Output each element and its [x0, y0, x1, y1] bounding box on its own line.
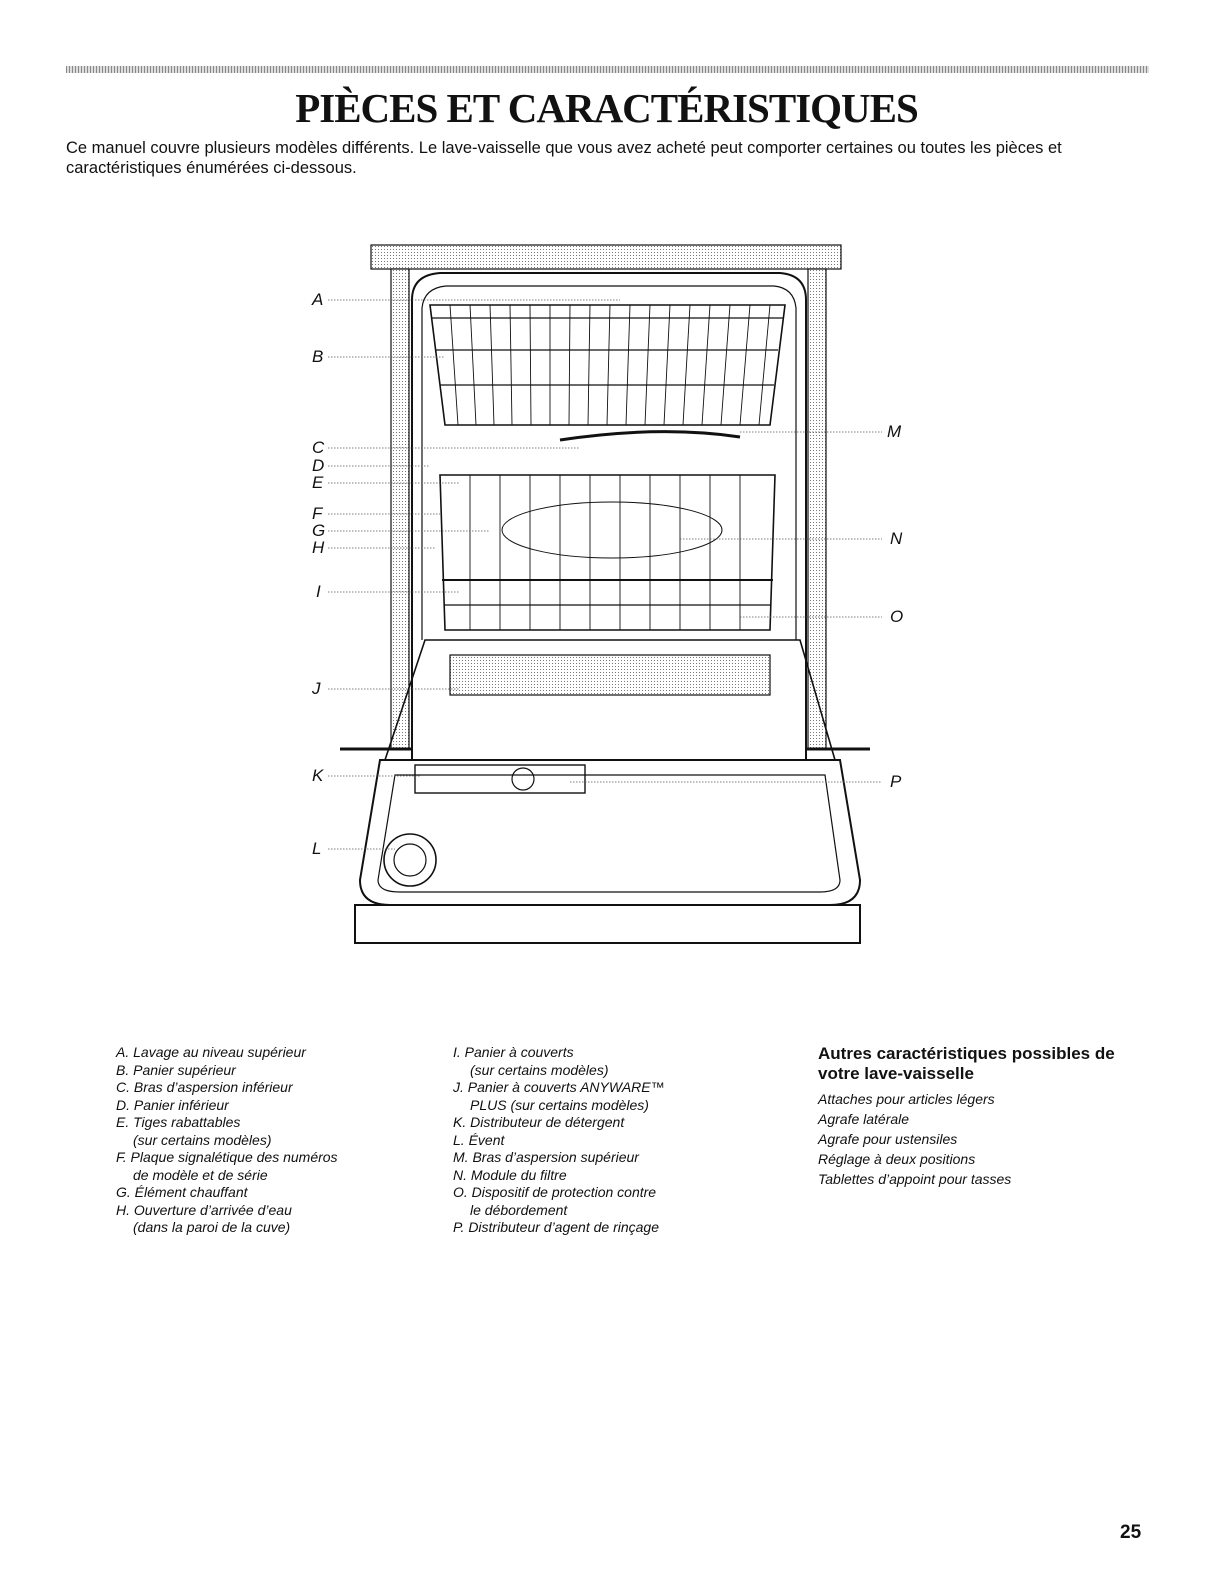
callout-c: C	[312, 438, 325, 457]
legend-item-note: PLUS (sur certains modèles)	[470, 1096, 649, 1113]
legend-item: O. Dispositif de protection contre	[453, 1184, 657, 1200]
extras-heading: Autres caractéristiques possibles de vot…	[818, 1044, 1115, 1083]
legend-item: E. Tiges rabattables	[116, 1114, 241, 1130]
upper-rack	[429, 304, 786, 426]
callout-h: H	[312, 538, 325, 557]
callout-e: E	[312, 473, 324, 492]
legend-item: B. Panier supérieur	[116, 1061, 236, 1078]
lower-rack	[439, 474, 776, 631]
legend-item: D. Panier inférieur	[116, 1096, 229, 1113]
legend-item: A. Lavage au niveau supérieur	[116, 1044, 306, 1060]
detergent-dispenser	[414, 764, 586, 794]
callout-n: N	[890, 529, 903, 548]
legend-item: I. Panier à couverts	[453, 1044, 574, 1060]
callout-j: J	[312, 679, 321, 698]
legend-item: N. Module du filtre	[453, 1166, 567, 1183]
page-number: 25	[1120, 1522, 1142, 1543]
legend-item: J. Panier à couverts ANYWARE™	[453, 1079, 665, 1095]
legend-item-note: le débordement	[470, 1201, 568, 1218]
callout-p: P	[890, 772, 902, 791]
legend-item-note: (sur certains modèles)	[470, 1061, 609, 1078]
open-door	[354, 639, 862, 944]
leader-lines	[328, 299, 882, 850]
callout-i: I	[316, 582, 321, 601]
callout-a: A	[312, 290, 324, 309]
extras-list-item: Agrafe latérale	[818, 1111, 910, 1127]
top-trim	[370, 244, 842, 270]
legend-item-note: de modèle et de série	[133, 1166, 268, 1183]
dishwasher-diagram	[328, 244, 882, 944]
callout-d: D	[312, 456, 325, 475]
extras-list-item: Réglage à deux positions	[818, 1151, 976, 1167]
legend-item: K. Distributeur de détergent	[453, 1114, 625, 1130]
page-title: PIÈCES ET CARACTÉRISTIQUES	[295, 85, 919, 131]
legend-item: F. Plaque signalétique des numéros	[116, 1149, 338, 1165]
legend-column-1: A. Lavage au niveau supérieur B. Panier …	[116, 1044, 416, 1237]
legend-item: G. Élément chauffant	[116, 1184, 248, 1200]
extras-list-item: Attaches pour articles légers	[818, 1091, 995, 1107]
extras-list-item: Tablettes d’appoint pour tasses	[818, 1171, 1012, 1187]
upper-spray-arm	[559, 430, 741, 442]
callout-g: G	[312, 521, 326, 540]
callout-l: L	[312, 839, 322, 858]
legend-item: L. Évent	[453, 1131, 505, 1148]
intro-paragraph: Ce manuel couvre plusieurs modèles diffé…	[66, 139, 1062, 177]
callout-b: B	[312, 347, 324, 366]
callout-m: M	[887, 422, 902, 441]
extras-list-item: Agrafe pour ustensiles	[818, 1131, 958, 1147]
vent	[383, 833, 437, 887]
legend-item: M. Bras d’aspersion supérieur	[453, 1149, 639, 1165]
left-trim	[390, 268, 410, 750]
legend-item-note: (sur certains modèles)	[133, 1131, 272, 1148]
callout-f: F	[312, 504, 323, 523]
legend-item: H. Ouverture d’arrivée d’eau	[116, 1201, 292, 1218]
legend-item: C. Bras d’aspersion inférieur	[116, 1079, 293, 1095]
legend-item-note: (dans la paroi de la cuve)	[133, 1219, 291, 1235]
legend-item: P. Distributeur d’agent de rinçage	[453, 1219, 659, 1235]
header-rule	[66, 66, 1149, 73]
callout-k: K	[312, 766, 324, 785]
legend-column-2: I. Panier à couverts (sur certains modèl…	[453, 1044, 773, 1237]
callout-o: O	[890, 607, 904, 626]
tub-outline	[411, 272, 807, 760]
extras-list: Attaches pour articles légers Agrafe lat…	[818, 1089, 1011, 1189]
